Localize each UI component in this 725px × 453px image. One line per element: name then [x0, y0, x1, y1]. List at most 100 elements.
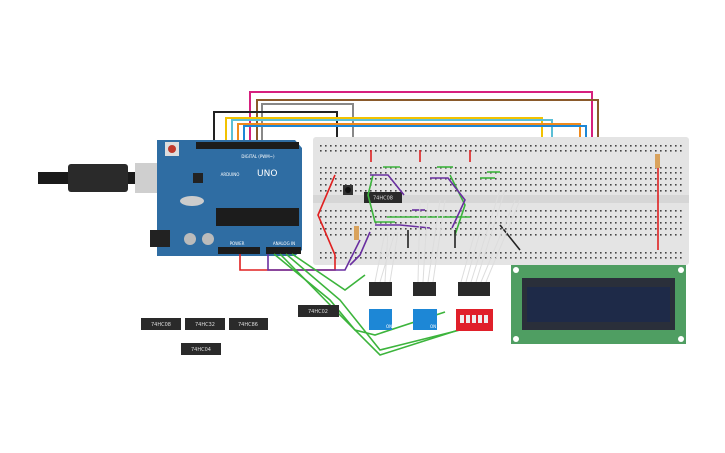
breadboard-hole [470, 190, 472, 192]
breadboard-hole [670, 210, 672, 212]
breadboard-hole [450, 234, 452, 236]
breadboard-hole [665, 178, 667, 180]
breadboard-hole [320, 172, 322, 174]
breadboard-hole [340, 190, 342, 192]
breadboard-hole [590, 184, 592, 186]
breadboard-hole [320, 190, 322, 192]
breadboard-hole [355, 216, 357, 218]
breadboard-hole [675, 167, 677, 169]
breadboard-hole [590, 190, 592, 192]
breadboard-hole [670, 216, 672, 218]
svg-text:74HC04: 74HC04 [191, 347, 211, 353]
breadboard-hole [365, 150, 367, 152]
chip-74hc02[interactable]: 74HC02 [298, 305, 339, 317]
breadboard-hole [630, 228, 632, 230]
breadboard-hole [345, 145, 347, 147]
breadboard-hole [400, 167, 402, 169]
breadboard-hole [450, 257, 452, 259]
breadboard-hole [515, 150, 517, 152]
breadboard-hole [365, 145, 367, 147]
wire-black-top[interactable] [213, 111, 338, 152]
breadboard-hole [330, 210, 332, 212]
breadboard-hole [395, 252, 397, 254]
breadboard-hole [570, 252, 572, 254]
breadboard-hole [630, 216, 632, 218]
breadboard-hole [470, 210, 472, 212]
breadboard-hole [590, 172, 592, 174]
chip-74hc32[interactable]: 74HC32 [185, 318, 225, 330]
breadboard-hole [360, 190, 362, 192]
breadboard-hole [380, 178, 382, 180]
dip-switch-2[interactable]: ON [413, 282, 437, 330]
breadboard-hole [390, 150, 392, 152]
breadboard-hole [550, 257, 552, 259]
breadboard-hole [340, 210, 342, 212]
dip-switch-1[interactable]: ON [369, 282, 392, 330]
wire-red-bb[interactable] [317, 174, 336, 256]
breadboard-hole [590, 167, 592, 169]
dip-switch-3[interactable] [456, 282, 493, 331]
breadboard-hole [335, 184, 337, 186]
breadboard-hole [335, 228, 337, 230]
breadboard-hole [325, 222, 327, 224]
breadboard-hole [515, 228, 517, 230]
breadboard-hole [425, 167, 427, 169]
breadboard-hole [545, 150, 547, 152]
chip-74hc04[interactable]: 74HC04 [181, 343, 221, 355]
breadboard-hole [515, 252, 517, 254]
breadboard-hole [555, 150, 557, 152]
dip-2-on-label: ON [430, 324, 436, 329]
breadboard-hole [335, 190, 337, 192]
arduino-uno[interactable]: DIGITAL (PWM~) ARDUINO UNO POWER ANALOG … [38, 140, 302, 256]
breadboard-hole [630, 257, 632, 259]
breadboard-hole [515, 222, 517, 224]
breadboard-hole [630, 172, 632, 174]
breadboard-hole [430, 257, 432, 259]
breadboard-hole [680, 257, 682, 259]
breadboard-hole [640, 234, 642, 236]
chip-74hc86[interactable]: 74HC86 [229, 318, 268, 330]
chip-74hc08[interactable]: 74HC08 [141, 318, 181, 330]
breadboard-hole [645, 172, 647, 174]
breadboard-hole [650, 145, 652, 147]
breadboard-hole [480, 167, 482, 169]
breadboard-hole [610, 228, 612, 230]
breadboard-hole [365, 228, 367, 230]
lcd-16x2[interactable] [511, 265, 686, 344]
breadboard-hole [540, 145, 542, 147]
breadboard-hole [485, 167, 487, 169]
breadboard-hole [550, 210, 552, 212]
breadboard-hole [595, 222, 597, 224]
breadboard-hole [420, 234, 422, 236]
breadboard-hole [375, 178, 377, 180]
breadboard-hole [465, 150, 467, 152]
breadboard-hole [490, 210, 492, 212]
breadboard-hole [580, 172, 582, 174]
breadboard-hole [490, 222, 492, 224]
breadboard-hole [565, 172, 567, 174]
breadboard-hole [380, 167, 382, 169]
breadboard-hole [595, 190, 597, 192]
breadboard-hole [600, 252, 602, 254]
breadboard-hole [565, 210, 567, 212]
breadboard-hole [530, 150, 532, 152]
breadboard-hole [330, 228, 332, 230]
breadboard-hole [380, 150, 382, 152]
digital-header [196, 142, 299, 149]
breadboard-hole [320, 216, 322, 218]
breadboard-hole [480, 184, 482, 186]
breadboard-hole [560, 145, 562, 147]
breadboard-hole [535, 216, 537, 218]
breadboard-hole [365, 178, 367, 180]
breadboard-hole [430, 228, 432, 230]
breadboard-hole [575, 167, 577, 169]
breadboard-hole [565, 228, 567, 230]
breadboard-hole [485, 145, 487, 147]
breadboard-hole [520, 145, 522, 147]
breadboard-hole [545, 210, 547, 212]
breadboard-hole [465, 190, 467, 192]
breadboard-chip[interactable] [364, 192, 402, 203]
breadboard-hole [430, 184, 432, 186]
breadboard-hole [610, 210, 612, 212]
breadboard-hole [590, 234, 592, 236]
